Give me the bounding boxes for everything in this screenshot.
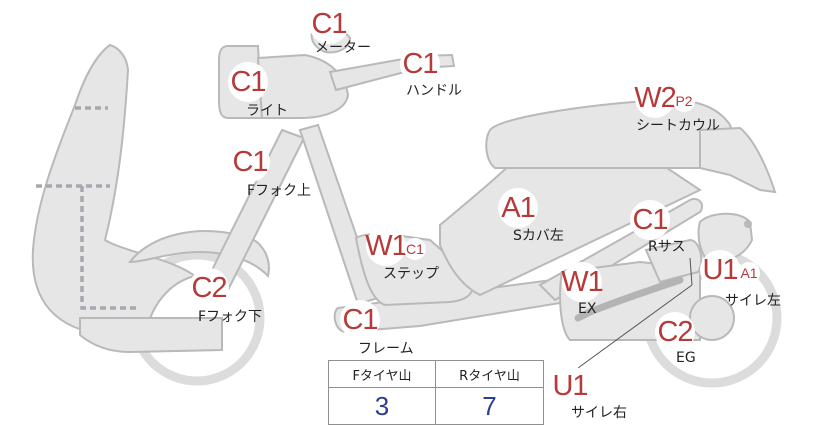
muffler-bolt: [744, 220, 752, 228]
part-name-step: ステップ: [383, 266, 439, 282]
code-badge: C1: [400, 44, 440, 84]
label-muffler-right: U1: [550, 366, 590, 406]
label-seat-cowl: W2 P2: [634, 78, 695, 118]
sub-code-badge: P2: [673, 90, 695, 112]
label-muffler-left: U1 A1: [700, 250, 760, 290]
exhaust-pipe: [574, 276, 684, 322]
front-dash-line-3: [80, 186, 140, 310]
code-badge: C1: [230, 142, 270, 182]
part-name-r-suspension: Rサス: [648, 239, 686, 255]
code-badge: U1: [700, 250, 740, 290]
part-name-engine: EG: [676, 350, 696, 366]
label-frame: C1: [340, 300, 380, 340]
part-name-s-cover-left: Sカバ左: [513, 228, 564, 244]
seat-part: [485, 98, 742, 169]
code-badge: C2: [655, 312, 695, 352]
part-name-fork-lower: Fフォク下: [198, 309, 263, 325]
label-r-suspension: C1: [630, 200, 670, 240]
label-fork-upper: C1: [230, 142, 270, 182]
part-name-meter: メーター: [315, 40, 371, 56]
label-meter: C1: [309, 4, 349, 44]
front-tire-value: 3: [329, 388, 436, 424]
label-fork-lower: C2: [189, 268, 229, 308]
code-badge: U1: [550, 366, 590, 406]
code-badge: C2: [189, 268, 229, 308]
label-handle: C1: [400, 44, 440, 84]
handle-cover-part: [256, 53, 350, 119]
sub-code-badge: C1: [404, 238, 426, 260]
part-name-exhaust: EX: [578, 301, 597, 317]
part-name-frame: フレーム: [358, 341, 414, 357]
seat-cowl-part: [699, 126, 777, 194]
code-badge: C1: [340, 300, 380, 340]
part-name-light: ライト: [246, 103, 288, 119]
part-name-muffler-left: サイレ左: [725, 293, 781, 309]
rear-tire-value: 7: [482, 390, 497, 421]
front-body-panel: [31, 43, 198, 340]
r-suspension-leader: [689, 257, 693, 286]
label-light: C1: [228, 62, 268, 102]
code-badge: C1: [228, 62, 268, 102]
part-name-muffler-right: サイレ右: [571, 405, 627, 421]
code-badge: W1: [561, 262, 604, 302]
label-s-cover-left: A1: [498, 188, 538, 228]
tire-tread-table: Fタイヤ山 Rタイヤ山 3 7: [328, 360, 544, 425]
code-badge: C1: [630, 200, 670, 240]
label-step: W1 C1: [365, 226, 426, 266]
label-engine: C2: [655, 312, 695, 352]
part-name-handle: ハンドル: [406, 83, 462, 99]
code-badge: A1: [498, 188, 538, 228]
code-badge: W1: [365, 226, 408, 266]
r-suspension-part: [644, 238, 703, 284]
code-badge: C1: [309, 4, 349, 44]
part-name-seat-cowl: シートカウル: [636, 118, 720, 134]
code-badge: W2: [634, 78, 677, 118]
label-exhaust: W1: [561, 262, 604, 302]
sub-code-badge: A1: [738, 262, 760, 284]
part-name-fork-upper: Fフォク上: [247, 183, 312, 199]
front-tire-header: Fタイヤ山: [329, 361, 436, 388]
muffler-part: [697, 212, 754, 264]
muffler-right-leader: [577, 284, 693, 369]
rear-tire-header: Rタイヤ山: [436, 361, 543, 388]
fork-lower-part: [79, 317, 223, 354]
